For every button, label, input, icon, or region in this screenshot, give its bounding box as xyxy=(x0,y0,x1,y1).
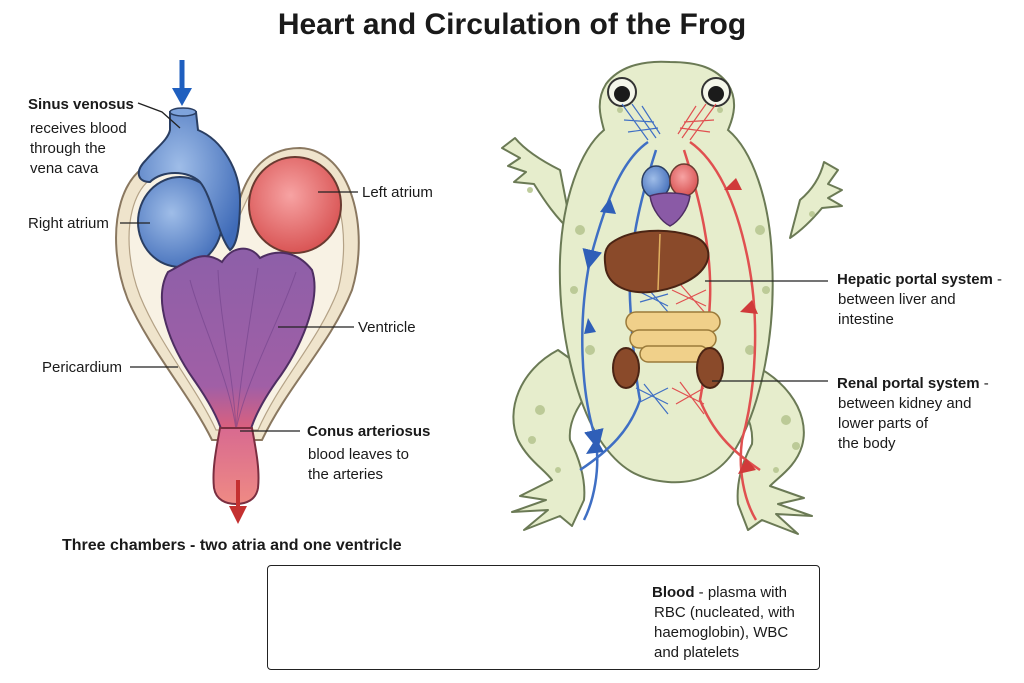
label-renal-portal-suffix: - xyxy=(979,375,989,392)
left-atrium-shape xyxy=(248,156,342,254)
frog-illustration xyxy=(501,60,843,535)
heart-caption: Three chambers - two atria and one ventr… xyxy=(62,537,402,554)
label-hepatic-desc-1: between liver and xyxy=(838,291,956,308)
label-ventricle: Ventricle xyxy=(358,319,416,336)
label-renal-desc-3: the body xyxy=(838,435,896,452)
blood-info-box xyxy=(267,565,820,670)
label-conus-desc-2: the arteries xyxy=(308,466,384,483)
label-hepatic-desc-2: intestine xyxy=(838,311,894,328)
label-renal-portal-name: Renal portal system xyxy=(837,375,980,392)
label-sinus-venosus-desc-3: vena cava xyxy=(30,160,99,177)
label-pericardium: Pericardium xyxy=(42,359,123,376)
label-blood-name: Blood xyxy=(652,584,695,601)
intestine-shape xyxy=(625,311,721,363)
label-hepatic-portal: Hepatic portal system - xyxy=(837,270,1002,289)
label-blood-desc-1: - plasma with xyxy=(694,584,788,601)
label-blood-line-1: Blood - plasma with xyxy=(652,583,787,602)
label-blood-desc-2: RBC (nucleated, with xyxy=(654,604,795,621)
label-renal-desc-1: between kidney and xyxy=(838,395,972,412)
ventricle-shape xyxy=(160,247,316,433)
label-conus-desc-1: blood leaves to xyxy=(308,446,409,463)
liver-shape xyxy=(603,229,710,294)
label-renal-portal: Renal portal system - xyxy=(837,374,989,393)
label-blood-desc-3: haemoglobin), WBC xyxy=(654,624,789,641)
label-sinus-venosus-desc-1: receives blood xyxy=(30,120,127,137)
label-hepatic-portal-suffix: - xyxy=(992,271,1003,288)
heart-illustration xyxy=(115,60,360,524)
sinus-venosus-shape xyxy=(137,111,242,252)
label-right-atrium: Right atrium xyxy=(28,215,109,232)
label-left-atrium: Left atrium xyxy=(362,184,433,201)
label-sinus-venosus: Sinus venosus xyxy=(28,96,134,113)
label-sinus-venosus-desc-2: through the xyxy=(30,140,106,157)
label-conus-arteriosus: Conus arteriosus xyxy=(307,423,431,440)
label-hepatic-portal-name: Hepatic portal system xyxy=(837,271,993,288)
label-blood-desc-4: and platelets xyxy=(654,644,740,661)
label-renal-desc-2: lower parts of xyxy=(838,415,929,432)
page-title: Heart and Circulation of the Frog xyxy=(277,8,747,41)
